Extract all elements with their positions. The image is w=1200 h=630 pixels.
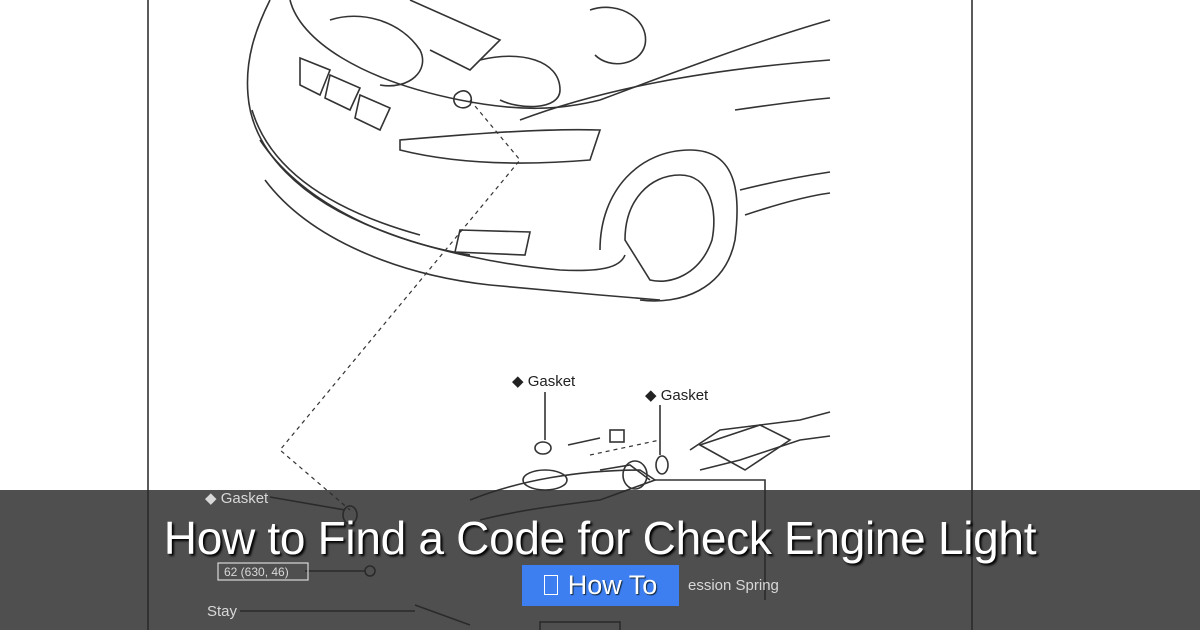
category-badge[interactable]: How To <box>522 565 679 606</box>
title-overlay-band <box>0 490 1200 630</box>
gasket-label: ◆ Gasket <box>645 387 709 404</box>
category-label: How To <box>567 570 658 600</box>
car-front-illustration <box>246 0 831 302</box>
gasket-label: ◆ Gasket <box>512 373 576 390</box>
post-title: How to Find a Code for Check Engine Ligh… <box>163 512 1037 564</box>
leader-dashed-line <box>279 99 521 511</box>
folder-icon <box>543 575 558 595</box>
